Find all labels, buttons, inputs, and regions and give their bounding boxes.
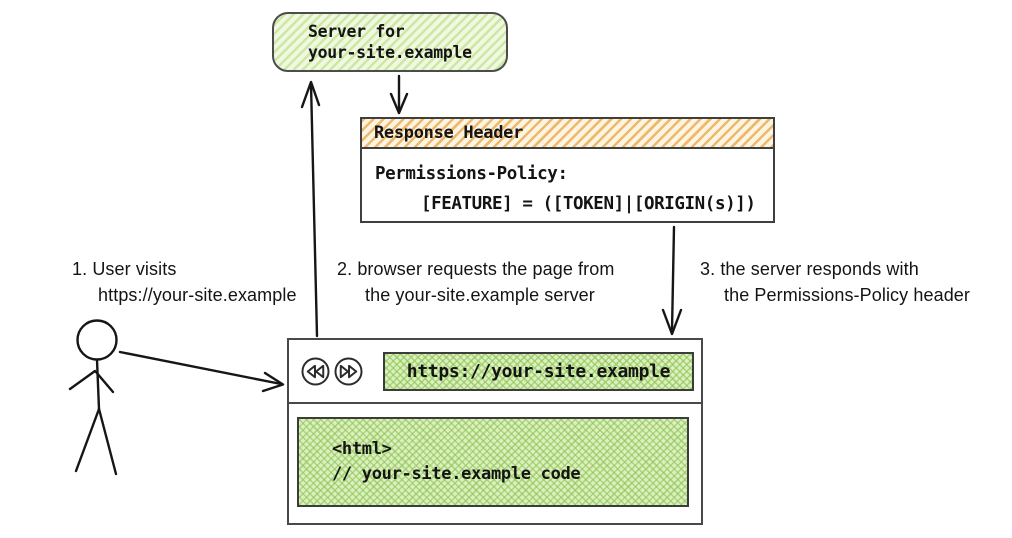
- arrow-server-to-response-header: [389, 74, 409, 115]
- rewind-icon: [301, 356, 330, 386]
- forward-button: [334, 356, 363, 386]
- user-stick-figure: [68, 319, 118, 476]
- browser-window: https://your-site.example <html> // your…: [287, 338, 703, 525]
- response-header-body: Permissions-Policy: [FEATURE] = ([TOKEN]…: [362, 149, 773, 219]
- feature-token-line: [FEATURE] = ([TOKEN]|[ORIGIN(s)]): [421, 194, 756, 214]
- step-2-label: 2. browser requests the page from the yo…: [337, 256, 614, 308]
- url-bar: https://your-site.example: [383, 351, 694, 391]
- server-box-line2: your-site.example: [308, 43, 472, 62]
- step-2-line1: 2. browser requests the page from: [337, 259, 615, 279]
- page-content-box: <html> // your-site.example code: [297, 417, 689, 507]
- arrow-response-header-to-browser: [661, 225, 683, 336]
- step-3-label: 3. the server responds with the Permissi…: [700, 256, 970, 308]
- arrow-user-to-browser: [118, 350, 285, 393]
- step-2-line2: the your-site.example server: [365, 285, 595, 305]
- server-box-line1: Server for: [308, 22, 405, 41]
- step-1-line1: 1. User visits: [72, 259, 177, 279]
- back-button: [301, 356, 330, 386]
- step-3-line2: the Permissions-Policy header: [724, 285, 971, 305]
- fast-forward-icon: [334, 356, 363, 386]
- step-3-line1: 3. the server responds with: [700, 259, 919, 279]
- step-1-line2: https://your-site.example: [98, 285, 297, 305]
- response-header-box: Response Header Permissions-Policy: [FEA…: [360, 117, 775, 223]
- server-box: Server for your-site.example: [272, 12, 508, 72]
- arrow-browser-to-server: [300, 80, 321, 338]
- response-header-title: Response Header: [362, 119, 773, 149]
- url-text: https://your-site.example: [406, 360, 671, 382]
- site-code-line: // your-site.example code: [332, 464, 581, 484]
- step-1-label: 1. User visits https://your-site.example: [72, 256, 297, 308]
- browser-toolbar: https://your-site.example: [289, 340, 701, 404]
- permissions-policy-line: Permissions-Policy:: [375, 164, 568, 184]
- html-tag-line: <html>: [332, 439, 392, 459]
